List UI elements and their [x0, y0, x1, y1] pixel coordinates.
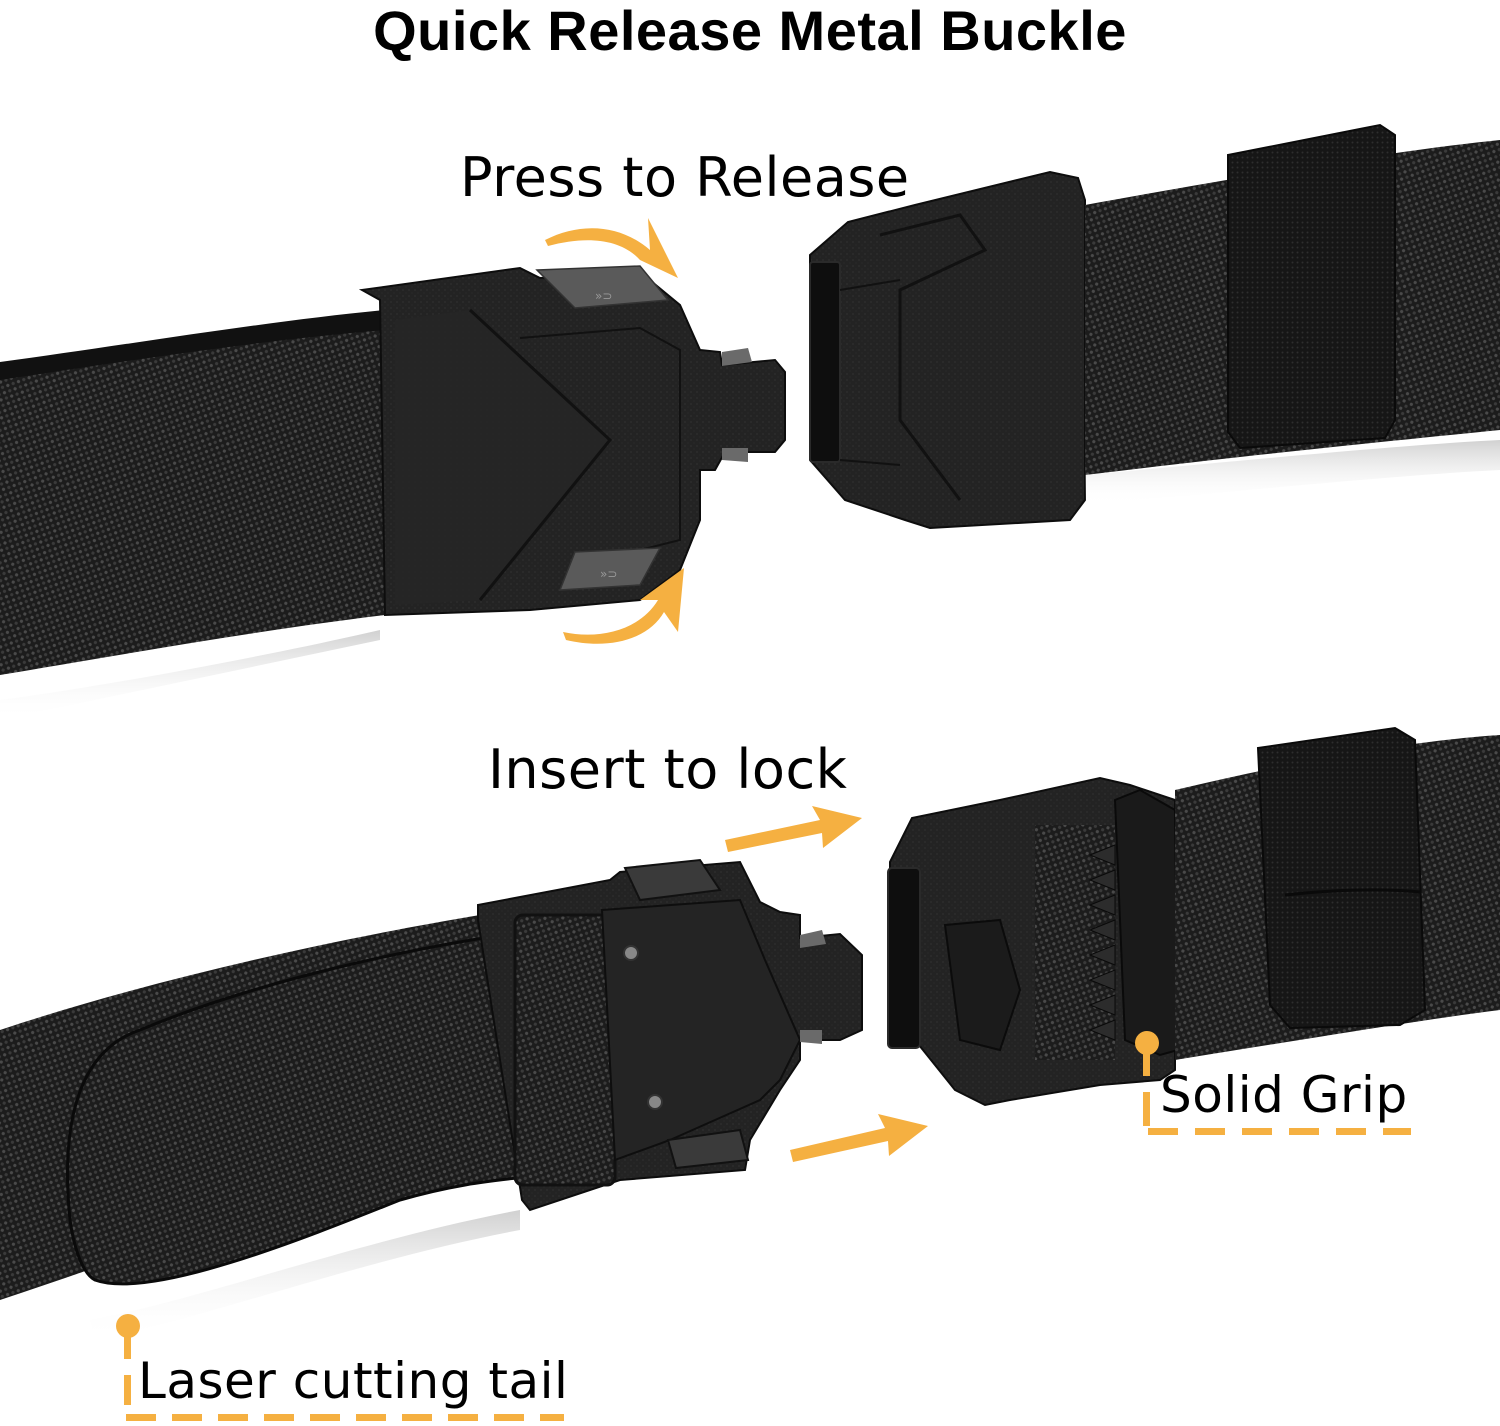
bottom-female-buckle: [887, 776, 1180, 1107]
curved-arrow-top-icon: [545, 218, 678, 278]
top-male-buckle: »⊃ »⊃: [358, 265, 786, 617]
curved-arrow-bottom-icon: [563, 568, 684, 644]
page-title: Quick Release Metal Buckle: [373, 0, 1127, 62]
insert-to-lock-label: Insert to lock: [488, 738, 848, 801]
press-arrows: [545, 218, 684, 644]
top-female-buckle: [809, 170, 1086, 530]
belt-keeper-loop: [1227, 123, 1396, 450]
screw-top-icon: [623, 945, 639, 961]
solid-grip-label: Solid Grip: [1160, 1066, 1408, 1124]
top-belt-right: [1085, 123, 1500, 505]
straight-arrow-top-icon: [725, 806, 862, 852]
straight-arrow-bottom-icon: [790, 1114, 928, 1162]
bottom-belt-right: [1175, 726, 1500, 1060]
top-belt-left: [0, 310, 385, 720]
release-button-top-icon: [535, 265, 670, 309]
callout-solid-grip: [1135, 1031, 1411, 1135]
press-to-release-label: Press to Release: [460, 146, 910, 209]
svg-text:»⊃: »⊃: [595, 289, 612, 303]
laser-cutting-tail-label: Laser cutting tail: [138, 1352, 569, 1410]
laser-cut-tail: [66, 928, 542, 1340]
callout-laser-tail: [116, 1314, 564, 1421]
svg-text:»⊃: »⊃: [600, 567, 617, 581]
bottom-male-buckle: [477, 858, 863, 1212]
belt-keeper-loop-bottom: [1256, 726, 1427, 1030]
screw-bottom-icon: [647, 1094, 663, 1110]
grip-teeth-icon: [1088, 844, 1116, 1041]
release-button-bottom-icon: [558, 547, 662, 591]
insert-arrows: [725, 806, 928, 1162]
